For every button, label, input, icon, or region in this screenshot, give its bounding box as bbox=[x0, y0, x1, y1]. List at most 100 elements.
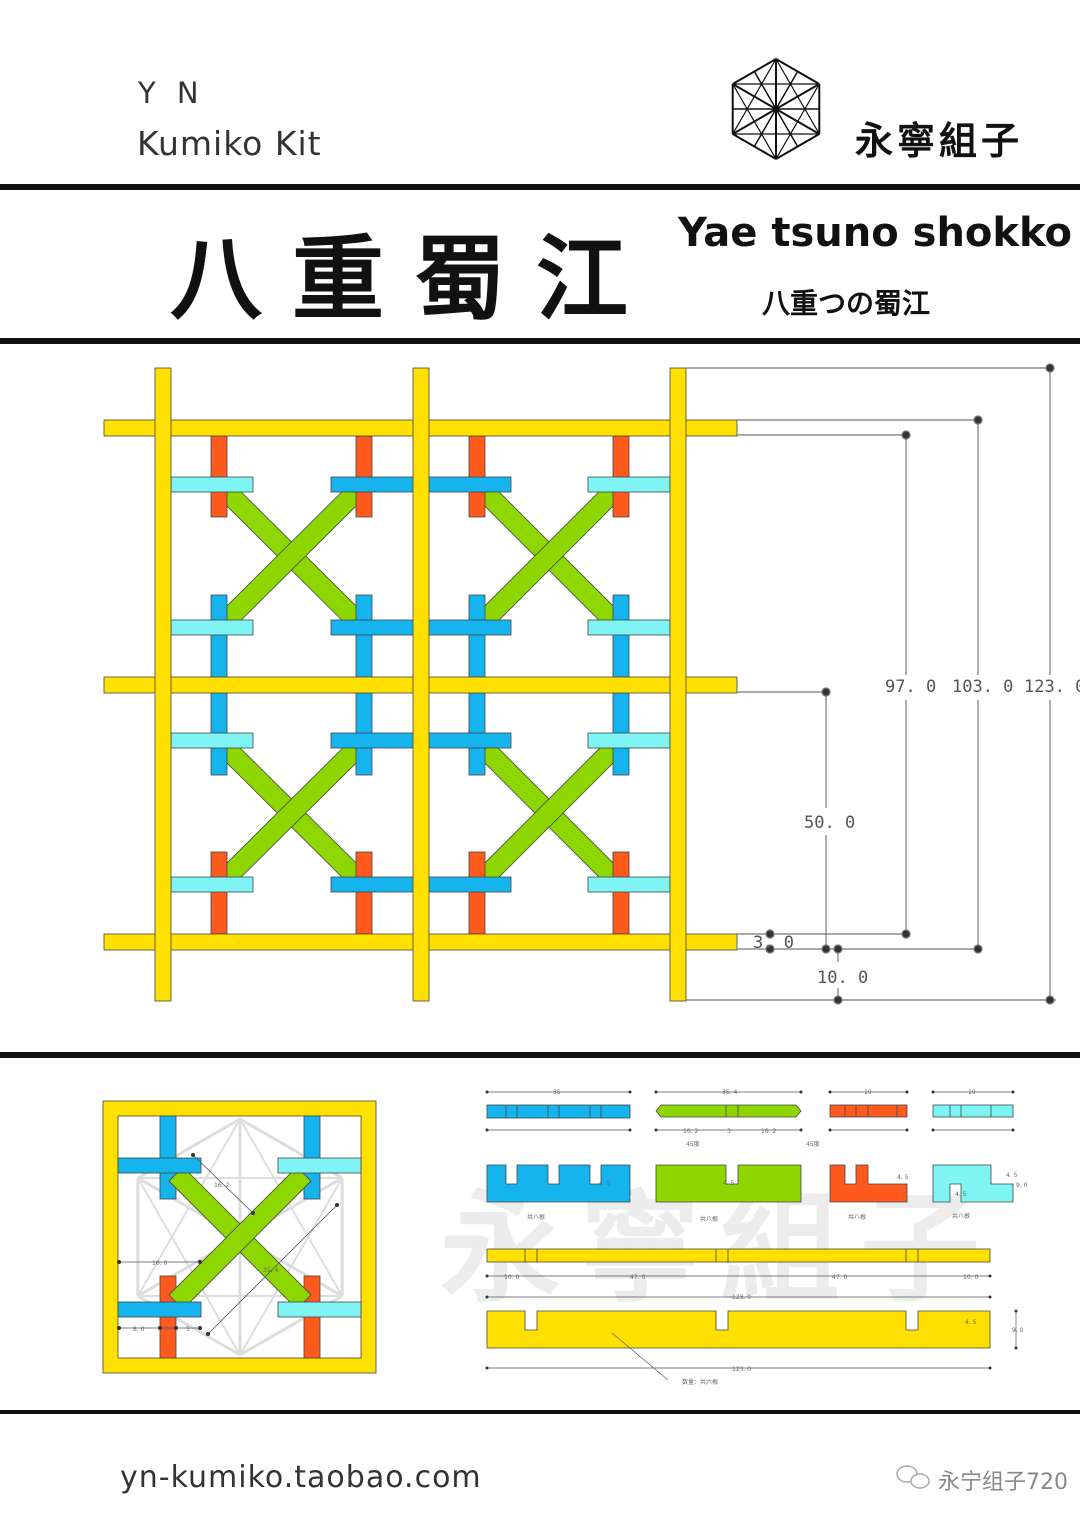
dim-dot bbox=[828, 1090, 832, 1094]
dim-dot bbox=[1045, 995, 1055, 1005]
dim-dot bbox=[485, 1090, 489, 1094]
dim-dot bbox=[931, 1090, 935, 1094]
dim-dot bbox=[828, 1128, 832, 1132]
detail-blue-horizontal bbox=[117, 1301, 202, 1318]
dim-dot bbox=[1011, 1128, 1015, 1132]
dim-103: 103. 0 bbox=[952, 677, 1013, 697]
dim-3: 3. 0 bbox=[753, 933, 794, 953]
detail-dim-c: 35. 4 bbox=[263, 1267, 278, 1274]
blue-piece-top-view bbox=[486, 1104, 631, 1119]
frame-vertical-bar bbox=[154, 367, 172, 1002]
dim-dot bbox=[485, 1274, 489, 1278]
frame-height: 9. 0 bbox=[1012, 1327, 1024, 1334]
dim-dot bbox=[206, 1332, 210, 1336]
divider bbox=[0, 338, 1080, 344]
dim-dot bbox=[198, 1260, 202, 1264]
shop-url[interactable]: yn-kumiko.taobao.com bbox=[120, 1460, 482, 1495]
green-piece-top-view bbox=[655, 1104, 802, 1118]
green-piece-side-view bbox=[655, 1164, 802, 1203]
green-seg-1: 16. 2 bbox=[683, 1128, 698, 1135]
leader-line bbox=[611, 1332, 669, 1381]
cyan-count: 共八根 bbox=[952, 1212, 970, 1220]
blue-piece-side-view bbox=[486, 1164, 631, 1203]
frame-length: 123. 0 bbox=[732, 1366, 751, 1373]
cyan-piece-side-view bbox=[932, 1164, 1014, 1203]
dim-dot bbox=[988, 1366, 992, 1370]
dim-dot bbox=[117, 1326, 121, 1330]
pattern-title-jp: 八重つの蜀江 bbox=[762, 287, 931, 320]
dim-dot bbox=[628, 1128, 632, 1132]
cyan-length: 19 bbox=[968, 1089, 976, 1096]
blue-length: 35 bbox=[553, 1089, 561, 1096]
blue-count: 共八根 bbox=[527, 1213, 545, 1221]
orange-length: 19 bbox=[864, 1089, 872, 1096]
dim-dot bbox=[1045, 363, 1055, 373]
dim-dot bbox=[174, 1326, 178, 1330]
dim-dot bbox=[251, 1211, 255, 1215]
frame-vertical-bar bbox=[412, 367, 430, 1002]
frame-seg-3: 47. 0 bbox=[630, 1274, 645, 1281]
green-depth: 4. 5 bbox=[723, 1180, 735, 1187]
cyan-height: 9. 0 bbox=[1016, 1182, 1028, 1189]
orange-piece-top-view bbox=[829, 1104, 908, 1118]
dim-dot bbox=[158, 1326, 162, 1330]
green-seg-3: 16. 2 bbox=[761, 1128, 776, 1135]
green-count: 共八根 bbox=[700, 1215, 718, 1223]
dim-dot bbox=[833, 995, 843, 1005]
dim-dot bbox=[1014, 1346, 1018, 1350]
detail-cyan-horizontal bbox=[277, 1157, 362, 1174]
dim-dot bbox=[901, 929, 911, 939]
frame-vertical-bar bbox=[669, 367, 687, 1002]
cyan-depth-top: 4. 5 bbox=[1006, 1172, 1018, 1179]
dim-dot bbox=[988, 1274, 992, 1278]
dim-dot bbox=[931, 1128, 935, 1132]
dim-dot bbox=[485, 1128, 489, 1132]
dim-dot bbox=[628, 1090, 632, 1094]
detail-dim-b: 16. 0 bbox=[152, 1260, 167, 1267]
dim-dot bbox=[765, 944, 775, 954]
dim-dot bbox=[799, 1128, 803, 1132]
dim-dot bbox=[191, 1153, 195, 1157]
blue-depth: 4. 5 bbox=[599, 1180, 611, 1187]
dim-dot bbox=[833, 944, 843, 954]
pattern-title-cn: 八重蜀江 bbox=[170, 225, 659, 333]
dim-10: 10. 0 bbox=[817, 968, 868, 988]
frame-seg-1: 10. 0 bbox=[504, 1274, 519, 1281]
frame-count: 数量：共六根 bbox=[682, 1378, 718, 1386]
dim-123: 123. 0 bbox=[1024, 677, 1080, 697]
divider bbox=[0, 184, 1080, 190]
dim-97: 97. 0 bbox=[885, 677, 936, 697]
frame-piece-top-view bbox=[486, 1248, 991, 1263]
frame-piece-side-view bbox=[486, 1310, 991, 1349]
dim-dot bbox=[905, 1128, 909, 1132]
dim-line bbox=[192, 1154, 254, 1214]
orange-depth: 4. 5 bbox=[897, 1174, 909, 1181]
detail-dim-a: 16. 2 bbox=[214, 1182, 229, 1189]
dim-dot bbox=[654, 1128, 658, 1132]
cyan-piece-top-view bbox=[932, 1104, 1014, 1118]
dim-dot bbox=[1011, 1090, 1015, 1094]
green-length: 35. 4 bbox=[722, 1089, 737, 1096]
dim-dot bbox=[654, 1090, 658, 1094]
frame-length-top: 123. 0 bbox=[732, 1294, 751, 1301]
frame-seg-7: 10. 0 bbox=[963, 1274, 978, 1281]
dim-dot bbox=[765, 929, 775, 939]
dim-dot bbox=[485, 1366, 489, 1370]
frame-seg-5: 47. 0 bbox=[832, 1274, 847, 1281]
wechat-account: 永宁组子720 bbox=[938, 1470, 1068, 1495]
divider bbox=[0, 1410, 1080, 1414]
detail-blue-horizontal bbox=[117, 1157, 202, 1174]
green-angle-right: 45度 bbox=[806, 1140, 820, 1148]
orange-piece-side-view bbox=[829, 1164, 908, 1203]
detail-dim-d: 8. 0 bbox=[133, 1326, 145, 1333]
green-angle-left: 45度 bbox=[686, 1140, 700, 1148]
dim-dot bbox=[485, 1295, 489, 1299]
dim-dot bbox=[973, 944, 983, 954]
dim-line bbox=[207, 1204, 338, 1335]
dim-dot bbox=[117, 1260, 121, 1264]
dim-50: 50. 0 bbox=[804, 813, 855, 833]
dim-dot bbox=[1014, 1309, 1018, 1313]
